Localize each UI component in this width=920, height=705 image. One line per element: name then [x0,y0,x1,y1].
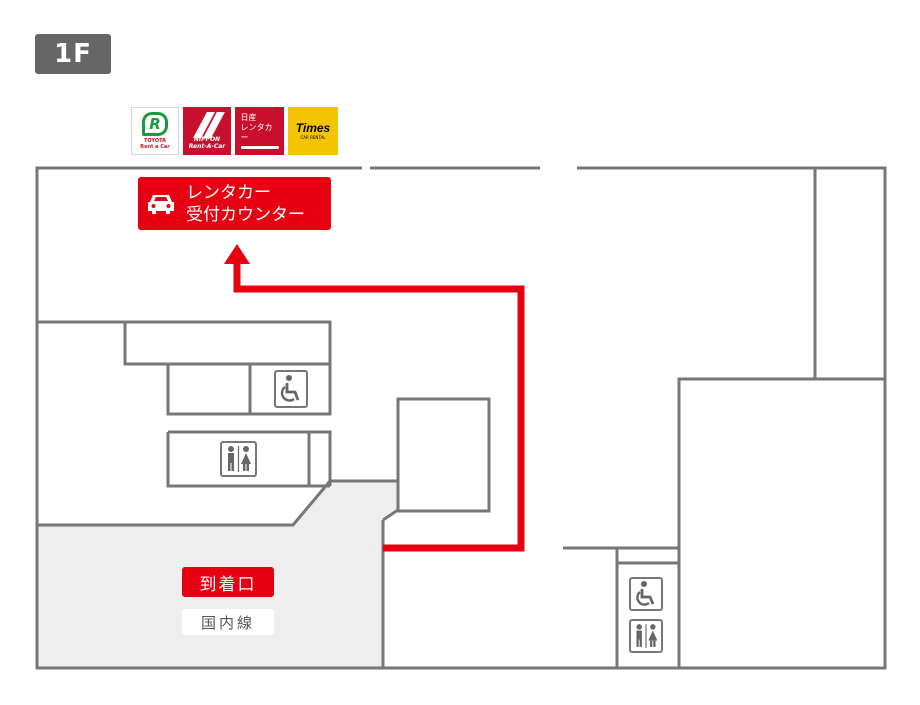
route-arrow-icon [224,244,250,264]
rental-counter-line2: 受付カウンター [186,204,305,225]
floor-label: 1F [54,39,92,69]
nissan-rent-a-car-logo: 日産レンタカー [235,107,284,155]
toyota-logo-mark: R [142,112,168,136]
walls [35,166,887,670]
route-path [233,262,525,552]
wheelchair-icon [629,577,663,611]
times-car-rental-logo: Times CAR RENTAL [288,107,338,155]
arrival-gate-label: 到着口 [182,567,274,597]
car-icon [148,194,174,214]
wheelchair-icon [274,370,308,408]
restroom-icon [629,619,663,653]
rental-counter-label: レンタカー 受付カウンター [138,177,331,230]
domestic-flights-label: 国内線 [182,609,274,635]
floor-badge: 1F [35,34,111,74]
rental-counter-line1: レンタカー [186,182,271,203]
restroom-icon [220,441,257,477]
